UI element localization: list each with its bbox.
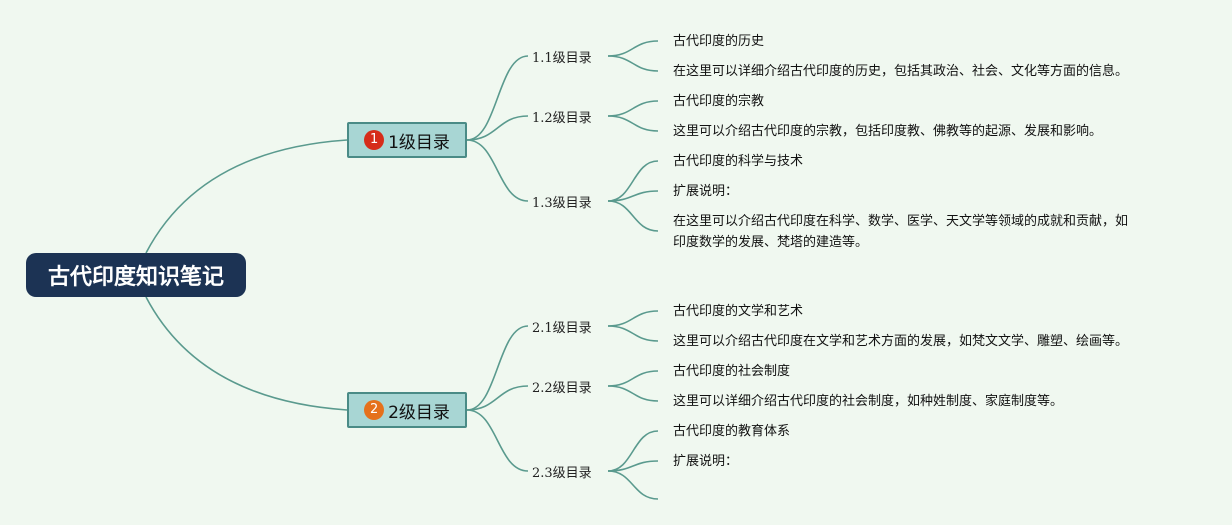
leaf-note[interactable]: 古代印度的教育体系 xyxy=(673,424,791,439)
leaf-note[interactable]: 扩展说明： xyxy=(673,454,739,469)
connector-leaf-3-2 xyxy=(607,190,659,202)
leaf-note[interactable]: 古代印度的历史 xyxy=(673,34,765,49)
leaf-note[interactable]: 这里可以介绍古代印度的宗教，包括印度教、佛教等的起源、发展和影响。 xyxy=(673,124,1103,139)
leaf-note[interactable]: 这里可以介绍古代印度在文学和艺术方面的发展，如梵文文学、雕塑、绘画等。 xyxy=(673,334,1129,349)
leaf-note[interactable]: 古代印度的科学与技术 xyxy=(673,154,804,169)
root-title: 古代印度知识笔记 xyxy=(47,265,224,290)
leaf-note[interactable]: 古代印度的社会制度 xyxy=(673,364,791,379)
connector-branch2-sub1 xyxy=(466,325,529,411)
connector-leaf-3-1 xyxy=(607,160,659,202)
priority-2-icon: 2 xyxy=(364,400,385,420)
priority-1-icon: 1 xyxy=(364,130,385,150)
connector-leaf-6-3 xyxy=(607,470,659,500)
connector-leaf-4-2 xyxy=(607,325,659,342)
subtopic-2-1[interactable]: 2.1级目录 xyxy=(532,321,592,336)
branch-node-2[interactable]: 2 2级目录 xyxy=(347,392,467,428)
leaf-note[interactable]: 在这里可以详细介绍古代印度的历史，包括其政治、社会、文化等方面的信息。 xyxy=(673,64,1129,79)
connector-leaf-3-3 xyxy=(607,200,659,232)
subtopic-1-2[interactable]: 1.2级目录 xyxy=(532,111,592,126)
leaf-note[interactable]: 在这里可以介绍古代印度在科学、数学、医学、天文学等领域的成就和贡献，如 xyxy=(673,214,1129,229)
leaf-note[interactable]: 古代印度的宗教 xyxy=(673,94,765,109)
leaf-note[interactable]: 扩展说明： xyxy=(673,184,739,199)
connector-branch2-sub3 xyxy=(466,409,529,472)
subtopic-1-3[interactable]: 1.3级目录 xyxy=(532,196,592,211)
subtopic-1-1[interactable]: 1.1级目录 xyxy=(532,51,592,66)
connector-leaf-1-2 xyxy=(607,55,659,72)
connector-leaf-2-2 xyxy=(607,115,659,132)
connector-root-branch2 xyxy=(145,296,348,411)
leaf-note[interactable]: 印度数学的发展、梵塔的建造等。 xyxy=(673,235,869,250)
leaf-note[interactable]: 古代印度的文学和艺术 xyxy=(673,304,804,319)
connector-leaf-5-2 xyxy=(607,385,659,402)
connector-branch1-sub3 xyxy=(466,139,529,202)
connector-branch1-sub2 xyxy=(466,115,529,141)
subtopic-2-3[interactable]: 2.3级目录 xyxy=(532,466,592,481)
connector-leaf-4-1 xyxy=(607,310,659,327)
subtopic-2-2[interactable]: 2.2级目录 xyxy=(532,381,592,396)
root-node[interactable]: 古代印度知识笔记 xyxy=(26,253,246,297)
connector-branch2-sub2 xyxy=(466,385,529,411)
connector-branch1-sub1 xyxy=(466,55,529,141)
connector-leaf-5-1 xyxy=(607,370,659,387)
connector-root-branch1 xyxy=(145,139,348,254)
connector-leaf-1-1 xyxy=(607,40,659,57)
branch-node-1[interactable]: 1 1级目录 xyxy=(347,122,467,158)
branch-label: 2级目录 xyxy=(388,402,450,423)
connector-leaf-2-1 xyxy=(607,100,659,117)
connector-leaf-6-1 xyxy=(607,430,659,472)
leaf-note[interactable]: 这里可以详细介绍古代印度的社会制度，如种姓制度、家庭制度等。 xyxy=(673,394,1064,409)
branch-label: 1级目录 xyxy=(388,132,450,153)
